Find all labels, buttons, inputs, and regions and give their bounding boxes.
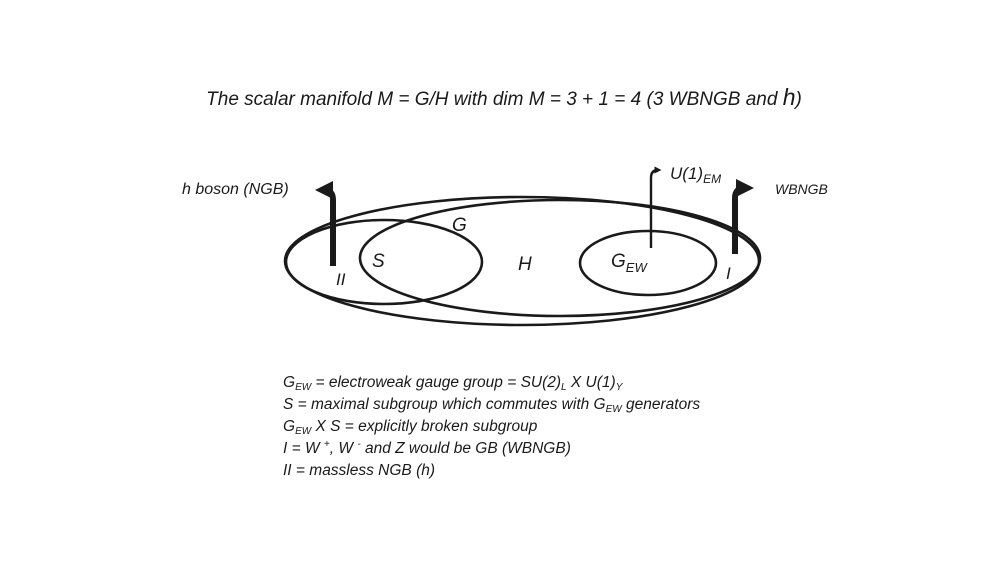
label-gew: GEW [611,251,648,275]
label-g: G [452,215,467,236]
label-ii: II [336,270,346,289]
legend-line-ii: II = massless NGB (h) [283,462,436,479]
group-gew-ellipse [578,229,718,297]
group-s-ellipse [284,218,484,306]
title-h-symbol: h [782,84,796,110]
legend-line-gew: GEW = electroweak gauge group = SU(2)L X… [283,374,623,393]
legend: GEW = electroweak gauge group = SU(2)L X… [283,372,700,482]
label-i: I [726,264,731,283]
h-boson-arrow [315,181,336,266]
label-s: S [372,251,385,272]
label-h: H [518,254,532,275]
diagram-title: The scalar manifold M = G/H with dim M =… [206,84,802,110]
legend-line-i: I = W +, W - and Z would be GB (WBNGB) [283,439,571,458]
u1-em-arrow [649,166,662,248]
label-h-boson: h boson (NGB) [182,181,289,198]
label-wbngb: WBNGB [775,181,828,197]
legend-line-gew-x-s: GEW X S = explicitly broken subgroup [283,418,538,437]
label-u1-em: U(1)EM [670,164,721,186]
wbngb-arrow [732,179,754,254]
group-h-ellipse [358,198,762,318]
legend-line-s: S = maximal subgroup which commutes with… [283,396,701,415]
